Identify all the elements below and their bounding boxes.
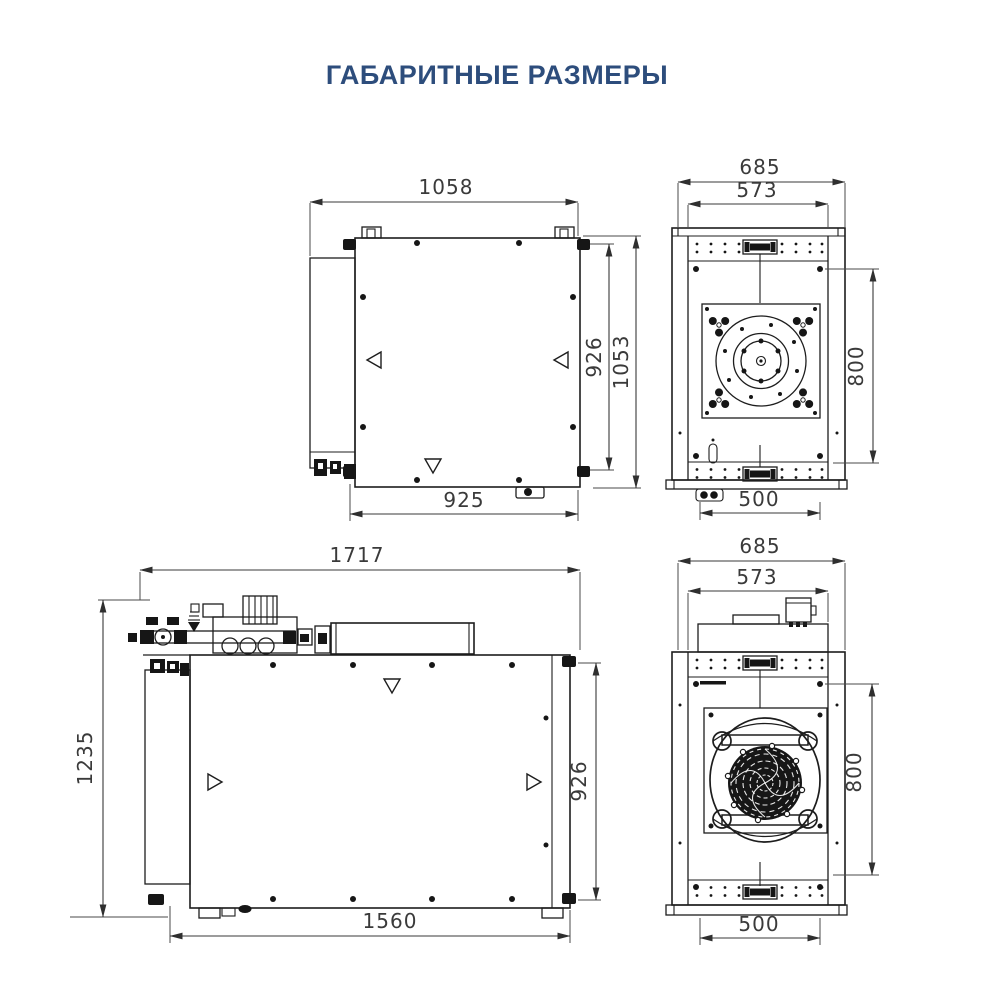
- corner-screws: [678, 681, 839, 845]
- screw-band-top: [695, 658, 824, 670]
- latch-icon: [361, 226, 575, 239]
- corner-screws: [678, 266, 839, 459]
- dim-height-opening: 800: [825, 268, 879, 464]
- dim-width-bottom: 500: [699, 912, 821, 945]
- drain-bracket: [515, 486, 545, 499]
- pipe-connectors: [314, 459, 356, 479]
- handle-icon: [742, 239, 778, 303]
- airflow-arrow-icon: [207, 678, 543, 792]
- dim-height-total: 1235: [70, 599, 168, 918]
- dim-label-926-top: 926: [582, 336, 606, 377]
- fan-icon: [701, 303, 821, 419]
- electrical-box: [785, 597, 817, 627]
- side-panel-outline: [309, 257, 356, 469]
- base-plate: [665, 479, 848, 490]
- screw-dots: [270, 662, 549, 902]
- sensor-slot: [708, 438, 718, 464]
- screw-dots: [360, 240, 576, 483]
- dim-label-1235: 1235: [73, 731, 97, 786]
- dim-label-926-side: 926: [567, 760, 591, 801]
- dim-bottom-width: 925: [349, 484, 579, 521]
- dim-label-573: 573: [736, 178, 777, 202]
- dim-label-573: 573: [736, 565, 777, 589]
- dim-label-1058: 1058: [419, 175, 474, 199]
- impeller-icon: [703, 707, 828, 843]
- label-strip: [700, 681, 726, 685]
- dim-label-500: 500: [738, 487, 779, 511]
- base-plate: [665, 904, 848, 916]
- dim-label-800: 800: [842, 751, 866, 792]
- page-title: ГАБАРИТНЫЕ РАЗМЕРЫ: [326, 60, 668, 90]
- dim-top-width: 1058: [309, 175, 579, 256]
- dim-depth-inner: 926: [582, 243, 614, 471]
- dim-height-opening: 800: [825, 683, 879, 876]
- dim-height-body: 926: [567, 662, 601, 901]
- view-top-plan: 1058 926 1053 925: [309, 175, 641, 521]
- frame-outline: [671, 227, 846, 481]
- duct-box: [330, 622, 475, 655]
- top-cap: [697, 623, 829, 653]
- dim-width-outer: 685: [677, 534, 846, 650]
- dim-width-inner: 573: [687, 178, 829, 227]
- dim-width-bottom: 500: [699, 487, 821, 520]
- dim-width-inner: 573: [687, 565, 829, 650]
- panel-connectors: [150, 659, 189, 676]
- cable-gland: [695, 488, 724, 502]
- piping-valve-assembly: [128, 595, 475, 655]
- roof-bar: [732, 614, 780, 625]
- view-rear-end: 685 573 800 500: [665, 534, 879, 945]
- dim-label-1053: 1053: [609, 335, 633, 390]
- unit-body-outline: [189, 654, 571, 909]
- dim-width-outer: 685: [677, 155, 846, 227]
- dim-label-1717: 1717: [330, 543, 385, 567]
- dim-length-bottom: 1560: [169, 906, 571, 943]
- handle-icon: [742, 862, 778, 900]
- dim-label-800: 800: [844, 345, 868, 386]
- view-front-end: 685 573 800 500: [665, 155, 879, 520]
- handle-icon: [742, 655, 778, 708]
- dim-label-685: 685: [739, 155, 780, 179]
- side-panel-outline: [144, 669, 191, 885]
- dim-label-925: 925: [443, 488, 484, 512]
- dim-label-685: 685: [739, 534, 780, 558]
- dim-label-500: 500: [738, 912, 779, 936]
- screw-band-top: [695, 242, 824, 254]
- impeller-bolts: [724, 742, 806, 824]
- airflow-arrow-icon: [365, 350, 569, 475]
- handle-icon: [742, 445, 778, 482]
- dim-length-top: 1717: [139, 543, 581, 650]
- view-side: 1717 1235 926 1560: [70, 543, 601, 943]
- dim-label-1560: 1560: [363, 909, 418, 933]
- foot: [198, 905, 564, 919]
- screw-band-bottom: [695, 468, 824, 479]
- unit-body-outline: [354, 237, 581, 488]
- screw-band-bottom: [693, 884, 824, 897]
- dim-depth-outer: 1053: [583, 235, 641, 489]
- mount-cluster-icon: [708, 317, 814, 408]
